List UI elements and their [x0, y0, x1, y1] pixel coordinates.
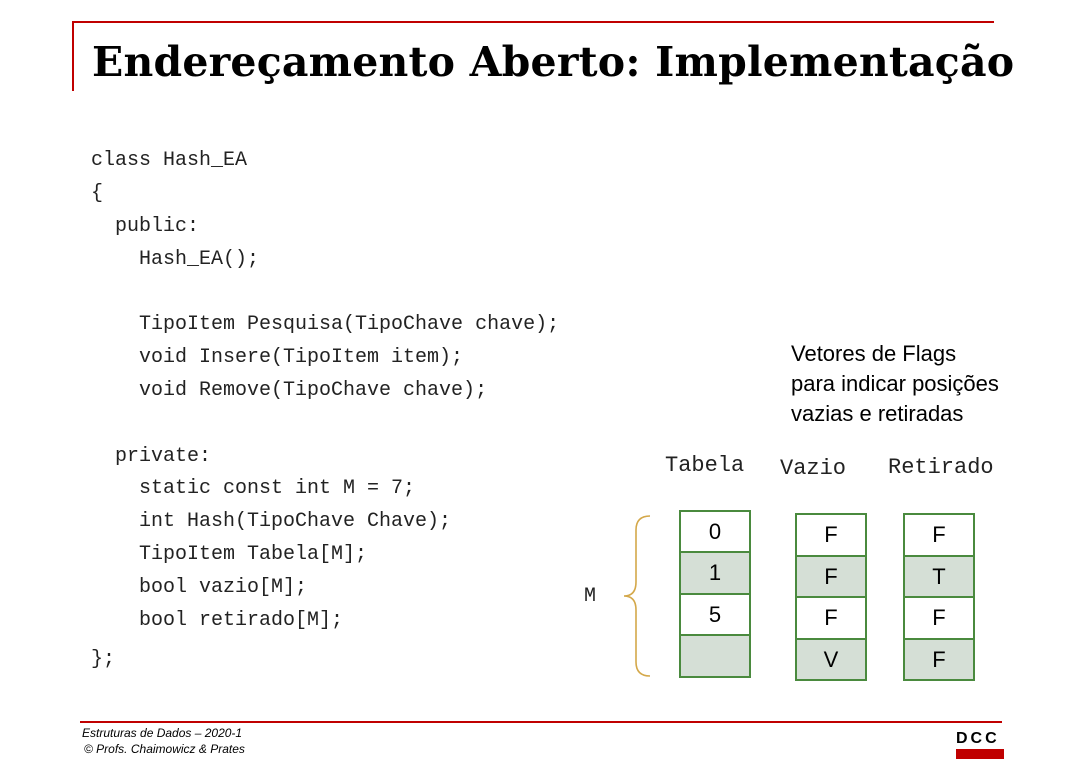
tabela-cell-0: 0 — [679, 510, 751, 553]
code-line: static const int M = 7; — [91, 477, 416, 500]
vazio-cell-0: F — [795, 513, 867, 557]
note-line: vazias e retiradas — [791, 401, 964, 426]
vazio-cell-2: F — [795, 596, 867, 640]
note-line: Vetores de Flags — [791, 341, 957, 366]
m-label: M — [584, 585, 597, 608]
dcc-logo-bar — [956, 749, 1004, 759]
title-top-rule — [72, 21, 994, 23]
code-line: void Remove(TipoChave chave); — [91, 379, 488, 402]
retirado-cell-2: F — [903, 596, 975, 640]
note-line: para indicar posições — [791, 371, 999, 396]
code-line: }; — [91, 648, 116, 671]
tabela-cell-1: 1 — [679, 551, 751, 595]
vazio-header: Vazio — [780, 456, 847, 481]
code-line: bool retirado[M]; — [91, 609, 344, 632]
retirado-cell-1: T — [903, 555, 975, 598]
tabela-cell-3 — [679, 634, 751, 678]
code-line: public: — [91, 215, 200, 238]
code-line: class Hash_EA — [91, 149, 248, 172]
slide-title: Endereçamento Aberto: Implementação — [92, 38, 1015, 86]
vazio-cell-1: F — [795, 555, 867, 598]
code-line: TipoItem Pesquisa(TipoChave chave); — [91, 313, 560, 336]
footer-authors: © Profs. Chaimowicz & Prates — [84, 742, 245, 756]
tabela-header: Tabela — [665, 453, 745, 478]
code-line: int Hash(TipoChave Chave); — [91, 510, 452, 533]
m-brace — [623, 515, 651, 677]
footer-course: Estruturas de Dados – 2020-1 — [82, 726, 243, 740]
code-line: void Insere(TipoItem item); — [91, 346, 464, 369]
dcc-logo: DCC — [956, 730, 1000, 747]
code-line: bool vazio[M]; — [91, 576, 308, 599]
retirado-header: Retirado — [888, 455, 994, 480]
footer-rule — [80, 721, 1002, 723]
tabela-cell-2: 5 — [679, 593, 751, 636]
flags-note: Vetores de Flags para indicar posições v… — [791, 339, 999, 429]
title-left-rule — [72, 21, 74, 91]
vazio-cell-3: V — [795, 638, 867, 681]
retirado-cell-3: F — [903, 638, 975, 681]
code-line: { — [91, 182, 104, 205]
retirado-cell-0: F — [903, 513, 975, 557]
code-line: TipoItem Tabela[M]; — [91, 543, 368, 566]
code-line: private: — [91, 445, 212, 468]
code-line: Hash_EA(); — [91, 248, 260, 271]
